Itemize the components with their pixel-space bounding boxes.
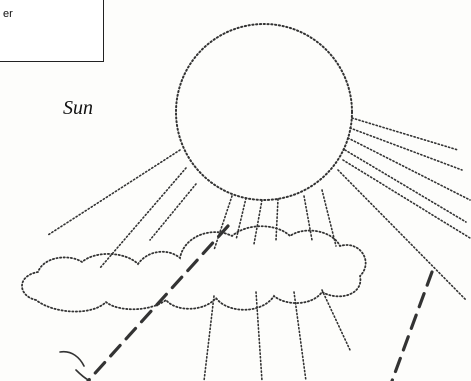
legend-text: er (3, 8, 13, 20)
sun-label: Sun (63, 97, 93, 120)
legend-box: er (0, 0, 104, 62)
sun-circle (176, 24, 352, 200)
sun-rays-left (48, 150, 196, 268)
bottom-left-fragment (60, 352, 90, 381)
sun-rays-down (204, 190, 350, 381)
cloud-outline (22, 226, 366, 311)
sun-rays-right (338, 118, 470, 300)
